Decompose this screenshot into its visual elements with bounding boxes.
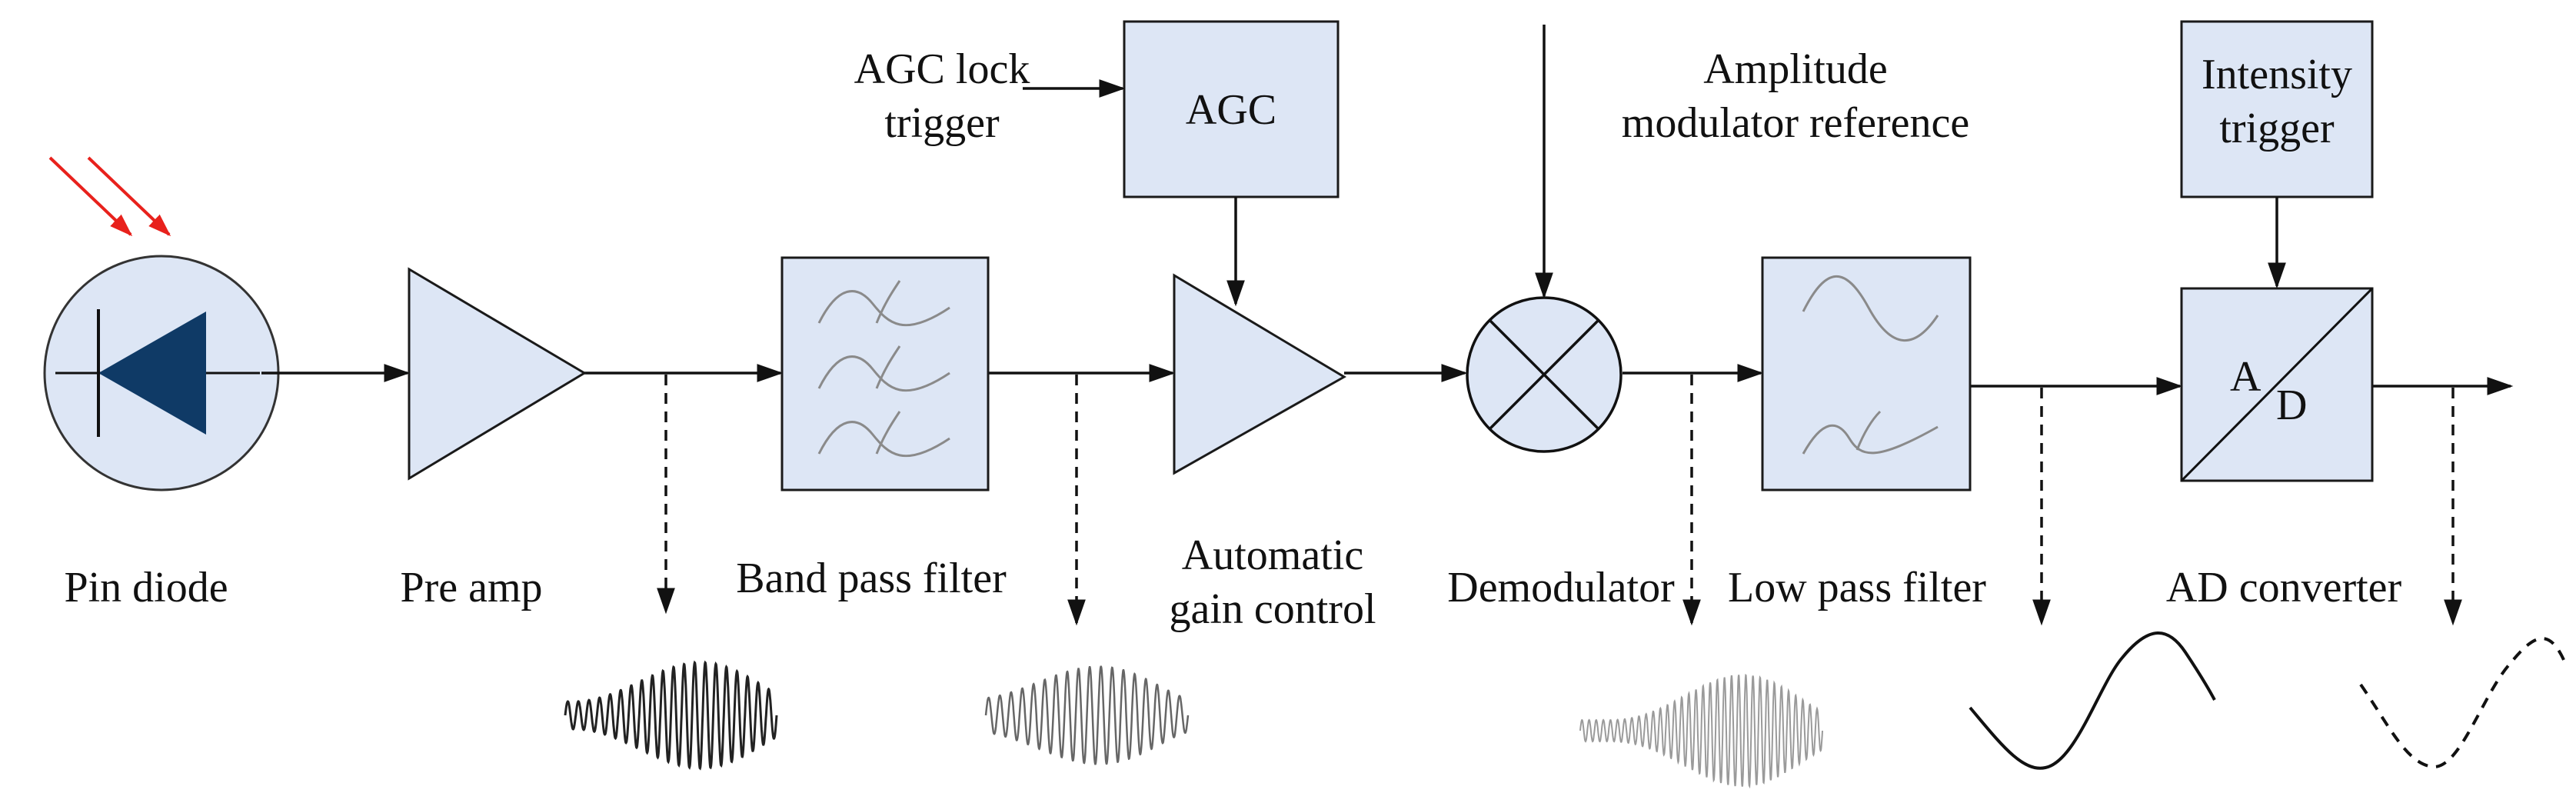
intensity-trigger-label-line1: Intensity — [2202, 51, 2352, 98]
waveform-trace — [1579, 674, 1823, 789]
ad-converter-label: AD converter — [2166, 564, 2402, 611]
low-pass-filter-label: Low pass filter — [1728, 564, 1986, 611]
band-pass-filter-label: Band pass filter — [736, 555, 1007, 602]
ad-converter-output-waveform — [2359, 637, 2566, 769]
agc-box — [1123, 20, 1340, 198]
pin-diode-symbol — [43, 255, 280, 491]
amplitude-modulator-reference-label-line2: modulator reference — [1622, 99, 1969, 147]
signal-wires — [261, 364, 2514, 395]
agc-box-label: AGC — [1186, 86, 1276, 134]
automatic-gain-control-amplifier — [1173, 273, 1346, 475]
band-pass-filter-block — [780, 256, 990, 491]
band-pass-output-waveform — [984, 665, 1190, 765]
amplitude-modulator-reference-label-line1: Amplitude — [1703, 45, 1888, 93]
intensity-trigger-box — [2180, 20, 2374, 198]
low-pass-output-waveform-curve — [1969, 631, 2216, 770]
agc-lock-trigger-label-line2: trigger — [884, 99, 1000, 147]
waveform-trace — [984, 665, 1190, 765]
intensity-trigger-label-line2: trigger — [2219, 105, 2335, 152]
pin-diode-label: Pin diode — [64, 564, 228, 611]
waveform-trace — [564, 660, 778, 771]
signal-tap-arrows — [657, 375, 2462, 626]
agc-lock-trigger-label-line1: AGC lock — [854, 45, 1030, 93]
pre-amp-triangle — [408, 267, 587, 481]
adc-d-label: D — [2276, 382, 2307, 429]
automatic-gain-control-label-line1: Automatic — [1182, 531, 1363, 579]
adc-a-label: A — [2230, 353, 2261, 401]
pre-amp-label: Pre amp — [400, 564, 542, 611]
low-pass-filter-block — [1761, 256, 1972, 491]
automatic-gain-control-label-line2: gain control — [1169, 585, 1376, 633]
pre-amp-output-waveform — [564, 660, 778, 771]
demodulator-label: Demodulator — [1447, 564, 1675, 611]
demodulator-symbol — [1466, 296, 1622, 453]
demodulator-output-waveform — [1579, 674, 1823, 789]
incident-light-arrows — [48, 156, 171, 237]
ad-converter-block — [2180, 287, 2374, 482]
